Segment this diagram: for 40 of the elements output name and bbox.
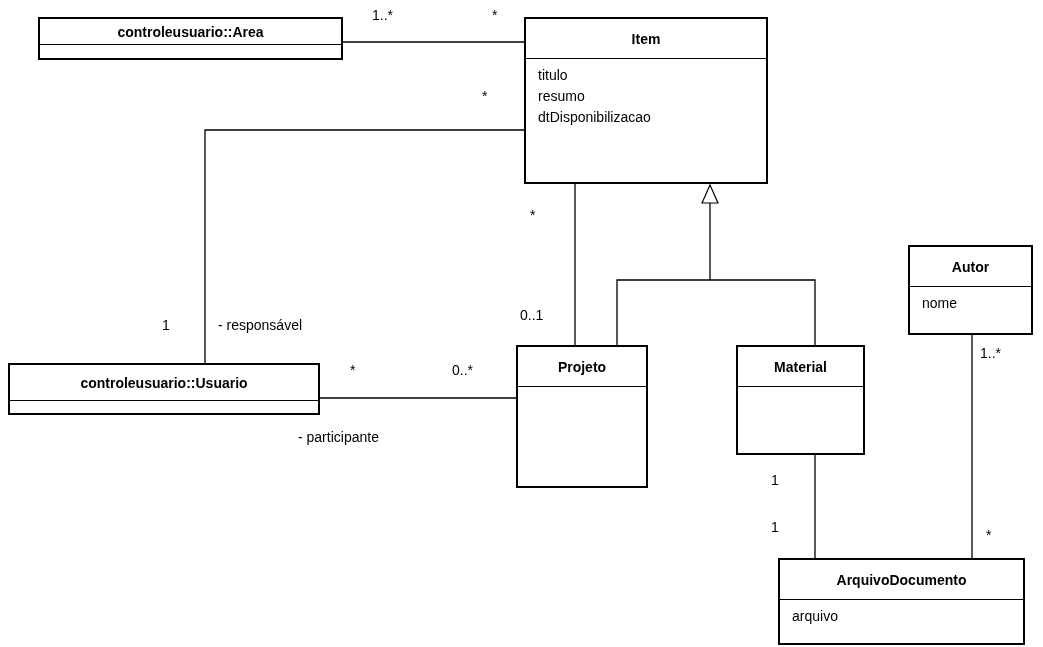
class-box [908,245,1033,335]
class-name: ArquivoDocumento [836,571,967,588]
multiplicity-label: * [482,88,488,104]
multiplicity-label: 1 [162,317,170,333]
attribute-text: dtDisponibilizacao [538,109,652,126]
association-line [204,129,525,364]
class-name: Item [631,30,661,47]
class-name: Material [774,358,827,375]
multiplicity-label: 0..* [452,362,473,378]
association-line [574,183,576,346]
class-name: Autor [951,258,990,275]
attribute-text: resumo [538,88,586,105]
multiplicity-label: 1 [771,519,779,535]
class-box [736,345,865,455]
multiplicity-label: * [350,362,356,378]
attribute-text: titulo [538,67,569,84]
class-box [516,345,648,488]
multiplicity-label: 0..1 [520,307,544,323]
class-name: Projeto [557,358,607,375]
multiplicity-label: 1..* [980,345,1001,361]
role-label: - responsável [218,317,303,333]
class-box [778,558,1025,645]
class-box [38,17,343,60]
multiplicity-label: * [530,207,536,223]
association-line [342,41,525,43]
multiplicity-label: 1 [771,472,779,488]
generalization-arrow [616,184,816,346]
association-line [319,397,517,399]
role-label: - participante [298,429,379,445]
multiplicity-label: * [986,527,992,543]
association-line [971,334,973,559]
association-line [814,454,816,559]
class-box [8,363,320,415]
attribute-text: arquivo [792,608,839,625]
class-name: controleusuario::Area [117,23,264,40]
class-box [524,17,768,184]
attribute-text: nome [922,295,959,312]
class-name: controleusuario::Usuario [80,374,248,391]
multiplicity-label: 1..* [372,7,393,23]
multiplicity-label: * [492,7,498,23]
